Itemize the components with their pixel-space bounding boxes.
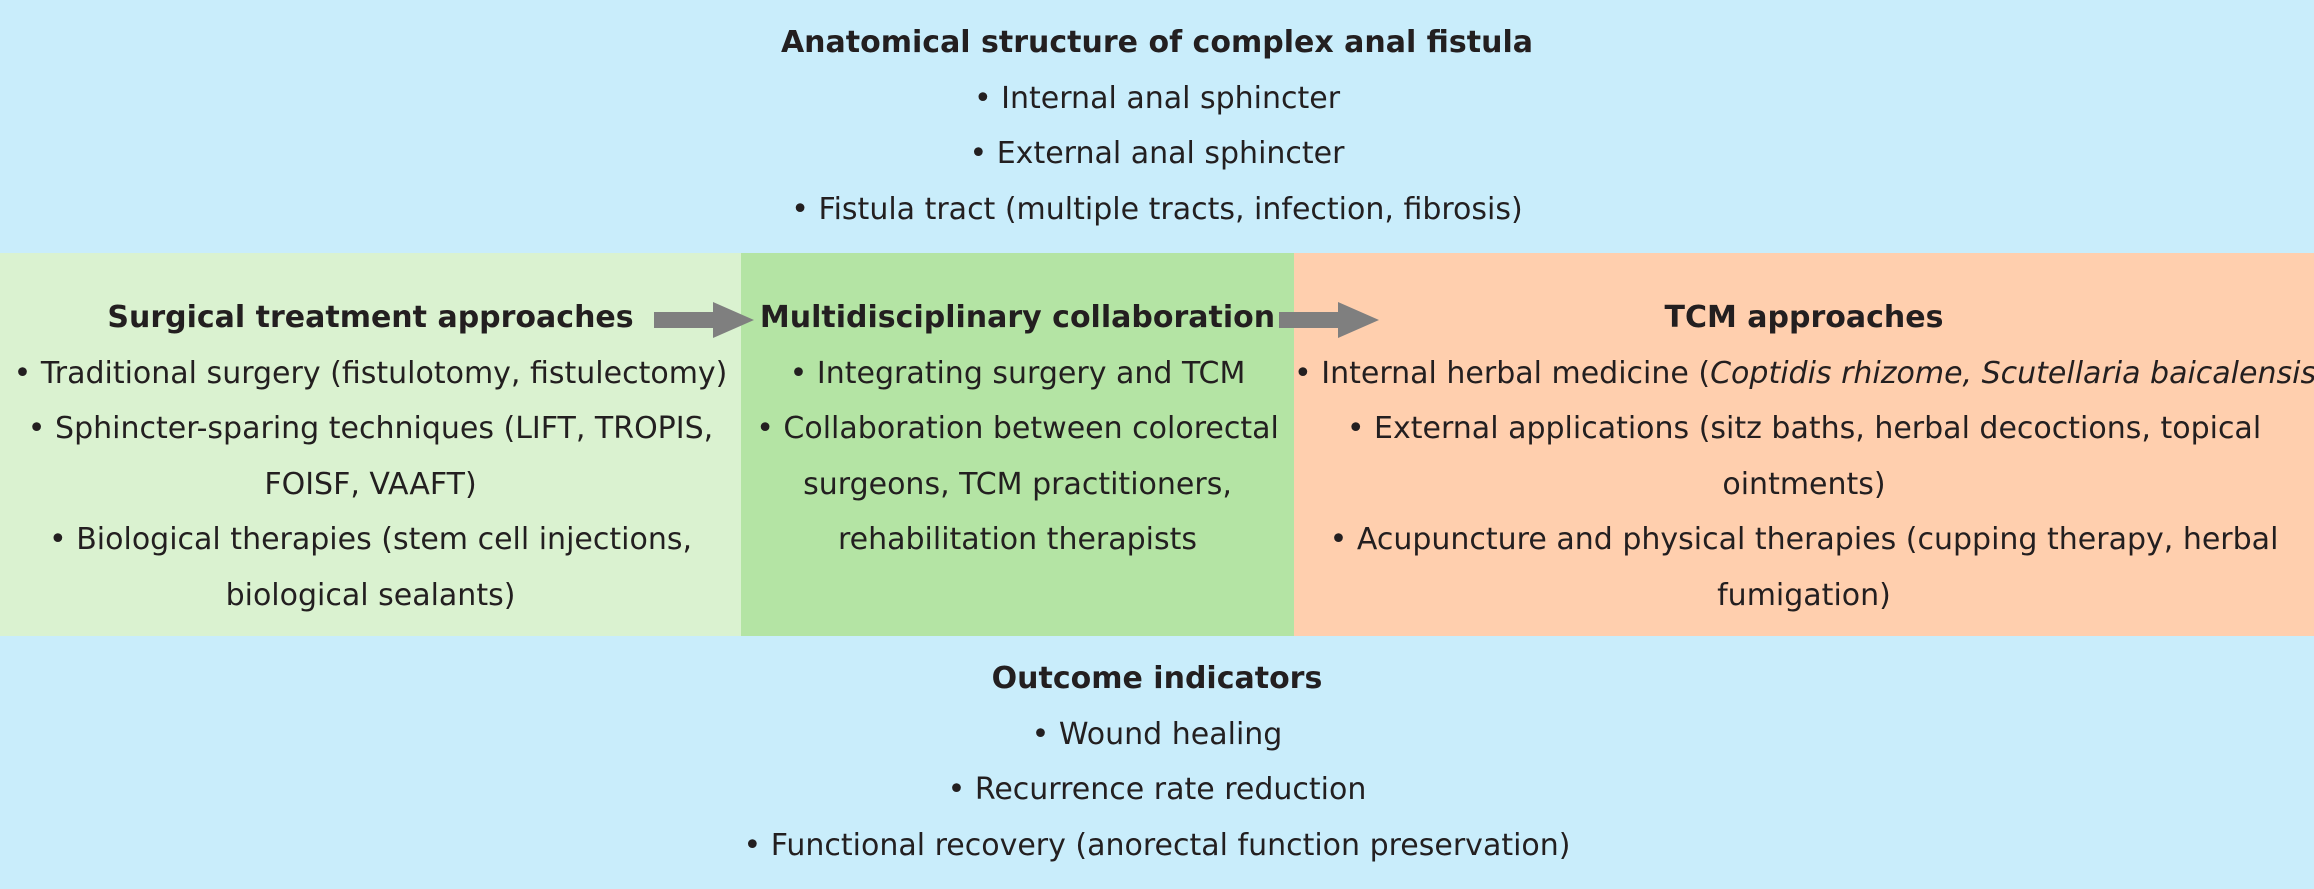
collaboration-line: rehabilitation therapists — [837, 522, 1198, 557]
anatomy-title: Anatomical structure of complex anal fis… — [780, 25, 1534, 60]
surgical-line: • Biological therapies (stem cell inject… — [48, 522, 692, 557]
anatomy-item: • Internal anal sphincter — [973, 80, 1341, 116]
collaboration-panel: Multidisciplinary collaboration • Integr… — [741, 253, 1294, 636]
outcome-title: Outcome indicators — [991, 661, 1323, 696]
tcm-list: • Internal herbal medicine (Coptidis rhi… — [1294, 346, 2314, 624]
anatomy-item: • Fistula tract (multiple tracts, infect… — [791, 191, 1523, 227]
collaboration-list: • Integrating surgery and TCM • Collabor… — [741, 346, 1294, 568]
arrow-surgical-to-collaboration — [654, 302, 754, 338]
tcm-line: ointments) — [1722, 466, 1886, 502]
outcome-panel: Outcome indicators • Wound healing • Rec… — [0, 636, 2314, 889]
tcm-title: TCM approaches — [1664, 300, 1944, 335]
outcome-item: • Recurrence rate reduction — [947, 772, 1367, 807]
anatomy-panel: Anatomical structure of complex anal fis… — [0, 0, 2314, 253]
anatomy-item: • External anal sphincter — [969, 136, 1345, 171]
tcm-herbal-line: • Internal herbal medicine (Coptidis rhi… — [1294, 346, 2314, 402]
tcm-panel: TCM approaches • Internal herbal medicin… — [1294, 253, 2314, 636]
surgical-line: • Sphincter-sparing techniques (LIFT, TR… — [27, 411, 714, 446]
outcome-list: • Wound healing • Recurrence rate reduct… — [0, 707, 2314, 874]
outcome-item: • Functional recovery (anorectal functio… — [743, 827, 1571, 863]
surgical-panel: Surgical treatment approaches • Traditio… — [0, 253, 741, 636]
surgical-line: • Traditional surgery (fistulotomy, fist… — [13, 355, 728, 391]
collaboration-line: • Collaboration between colorectal — [756, 411, 1279, 446]
collaboration-line: surgeons, TCM practitioners, — [803, 466, 1232, 502]
collaboration-line: • Integrating surgery and TCM — [789, 355, 1246, 391]
tcm-herbal-names: Coptidis rhizome, Scutellaria baicalensi… — [1710, 355, 2314, 391]
tcm-line: • External applications (sitz baths, her… — [1346, 411, 2262, 446]
surgical-title: Surgical treatment approaches — [107, 300, 634, 335]
surgical-line: FOISF, VAAFT) — [264, 466, 477, 502]
surgical-line: biological sealants) — [225, 577, 516, 613]
tcm-line: fumigation) — [1717, 577, 1891, 613]
anatomy-list: • Internal anal sphincter • External ana… — [0, 71, 2314, 238]
tcm-line: • Acupuncture and physical therapies (cu… — [1329, 522, 2279, 557]
outcome-item: • Wound healing — [1031, 716, 1283, 752]
arrow-collaboration-to-tcm — [1279, 302, 1379, 338]
tcm-herbal-prefix: • Internal herbal medicine ( — [1294, 355, 1711, 391]
surgical-list: • Traditional surgery (fistulotomy, fist… — [0, 346, 741, 624]
collaboration-title: Multidisciplinary collaboration — [759, 300, 1276, 335]
